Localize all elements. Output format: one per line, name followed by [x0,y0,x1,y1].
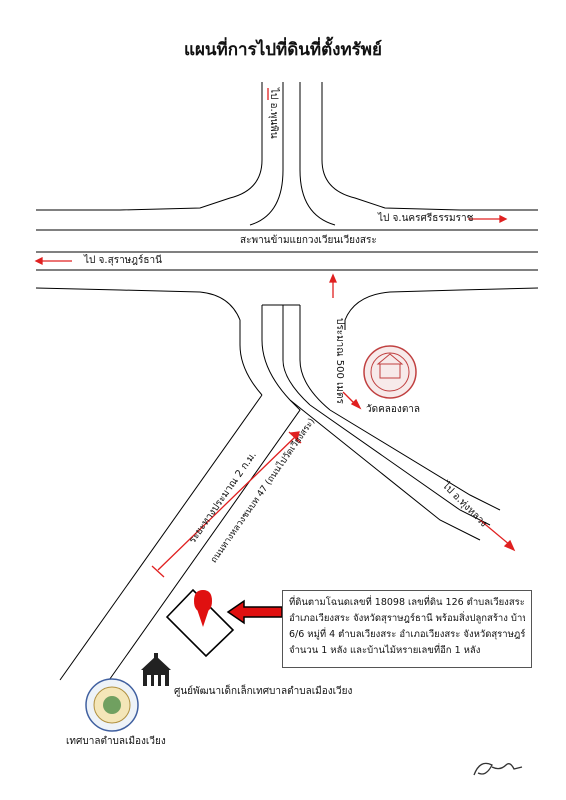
label-overpass: สะพานข้ามแยกวงเวียนเวียงสระ [240,235,377,246]
page-title: แผนที่การไปที่ดินที่ตั้งทรัพย์ [184,40,382,60]
temple-seal-icon [363,345,417,399]
road-north [36,82,263,211]
label-municipality: เทศบาลตำบลเมืองเวียง [66,736,166,747]
road-southeast [289,399,481,541]
municipality-seal-icon [85,678,139,732]
arrow-diagonal-distance [157,436,296,571]
label-north: ไป อ.พุนพิน [268,88,279,139]
property-line-4: จำนวน 1 หลัง และบ้านไม้หรายเลขที่อีก 1 ห… [289,645,481,656]
property-line-1: ที่ดินตามโฉนดเลขที่ 18098 เลขที่ดิน 126 … [289,597,525,608]
property-description: ที่ดินตามโฉนดเลขที่ 18098 เลขที่ดิน 126 … [282,590,532,668]
label-east: ไป จ.นครศรีธรรมราช [378,213,474,224]
pointer-arrow-icon [226,599,283,625]
label-distance-500m: ประมาณ 500 เมตร [334,318,345,404]
property-line-2: อำเภอเวียงสระ จังหวัดสุราษฎร์ธานี พร้อมส… [289,613,525,624]
property-line-3: 6/6 หมู่ที่ 4 ตำบลเวียงสระ อำเภอเวียงสระ… [289,629,525,640]
school-icon [141,653,171,686]
label-childcare-center: ศูนย์พัฒนาเด็กเล็กเทศบาลตำบลเมืองเวียง [174,686,353,697]
label-temple: วัดคลองตาล [366,404,421,415]
signature [473,762,523,776]
label-west: ไป จ.สุราษฎร์ธานี [84,255,162,266]
property-parcel [165,588,235,658]
arrow-southeast [479,519,511,546]
road-southwest [59,394,263,681]
map-pin-icon [194,590,212,627]
